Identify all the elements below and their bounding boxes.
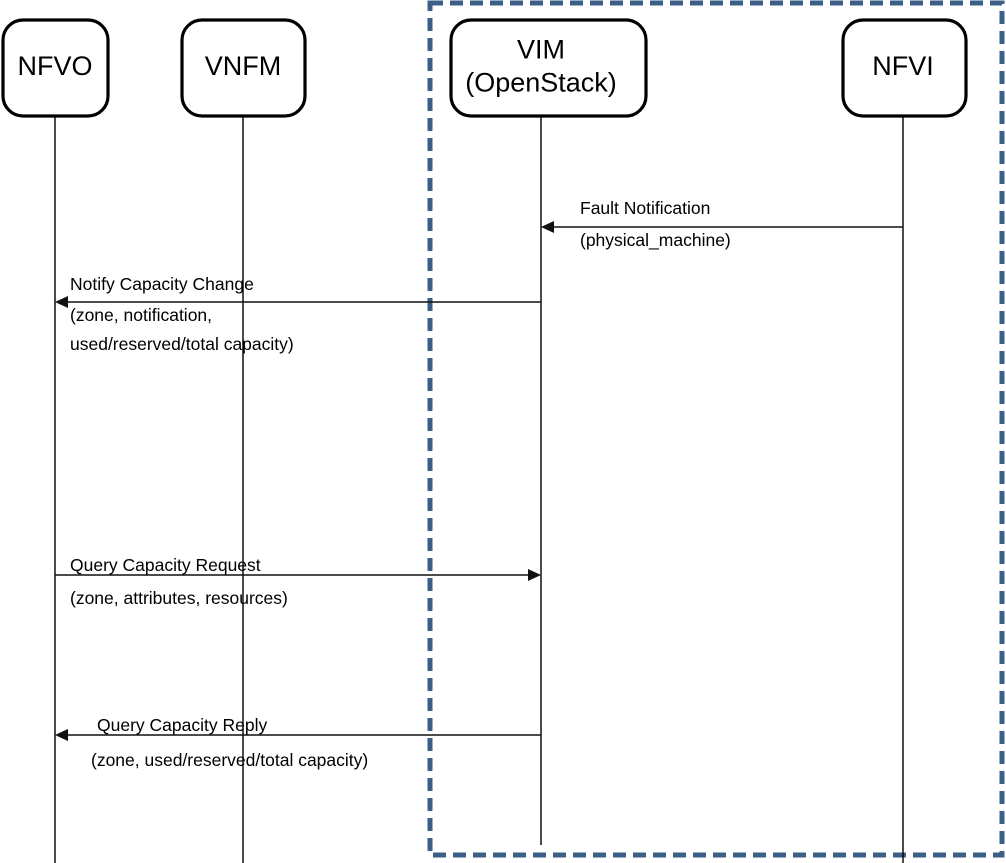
arrowhead-left-notify-capacity-change (55, 296, 68, 308)
participant-vnfm[interactable]: VNFM (180, 18, 307, 118)
message-notify-capacity-change[interactable]: Notify Capacity Change (zone, notificati… (55, 274, 541, 354)
lifelines-group (54, 116, 904, 863)
message-label-notify-capacity-change-below-line2: used/reserved/total capacity) (70, 334, 294, 354)
participant-boxes-group: NFVO VNFM VIM (OpenStack) NFVI (1, 18, 968, 118)
message-label-query-capacity-reply-above: Query Capacity Reply (97, 715, 267, 735)
participant-label-nfvo: NFVO (17, 51, 92, 81)
participant-box-nfvi[interactable] (841, 18, 968, 118)
arrowhead-left-fault-notification (541, 221, 554, 233)
message-label-fault-notification-below: (physical_machine) (580, 230, 731, 251)
participant-nfvo[interactable]: NFVO (1, 18, 110, 118)
arrowhead-right-query-capacity-request (528, 569, 541, 581)
message-fault-notification[interactable]: Fault Notification (physical_machine) (541, 198, 903, 251)
participant-label-vnfm: VNFM (205, 51, 282, 81)
message-label-query-capacity-reply-below: (zone, used/reserved/total capacity) (91, 750, 368, 770)
message-label-notify-capacity-change-above: Notify Capacity Change (70, 274, 254, 294)
messages-group: Fault Notification (physical_machine) No… (55, 198, 903, 770)
vim-nfvi-domain-boundary (427, 0, 1005, 858)
message-query-capacity-request[interactable]: Query Capacity Request (zone, attributes… (55, 555, 541, 608)
message-query-capacity-reply[interactable]: Query Capacity Reply (zone, used/reserve… (55, 715, 541, 770)
participant-vim[interactable]: VIM (OpenStack) (449, 18, 648, 118)
participant-box-vnfm[interactable] (180, 18, 307, 118)
message-label-query-capacity-request-above: Query Capacity Request (70, 555, 261, 575)
participant-label-nfvi: NFVI (872, 51, 934, 81)
message-label-notify-capacity-change-below-line1: (zone, notification, (70, 305, 212, 325)
arrowhead-left-query-capacity-reply (55, 729, 68, 741)
participant-box-vim[interactable] (449, 18, 648, 118)
message-label-query-capacity-request-below: (zone, attributes, resources) (70, 588, 288, 608)
participant-label-vim-line1: VIM (517, 35, 565, 65)
message-label-fault-notification-above: Fault Notification (580, 198, 710, 218)
participant-box-nfvo[interactable] (1, 18, 110, 118)
participant-nfvi[interactable]: NFVI (841, 18, 968, 118)
participant-label-vim-line2: (OpenStack) (465, 68, 617, 98)
